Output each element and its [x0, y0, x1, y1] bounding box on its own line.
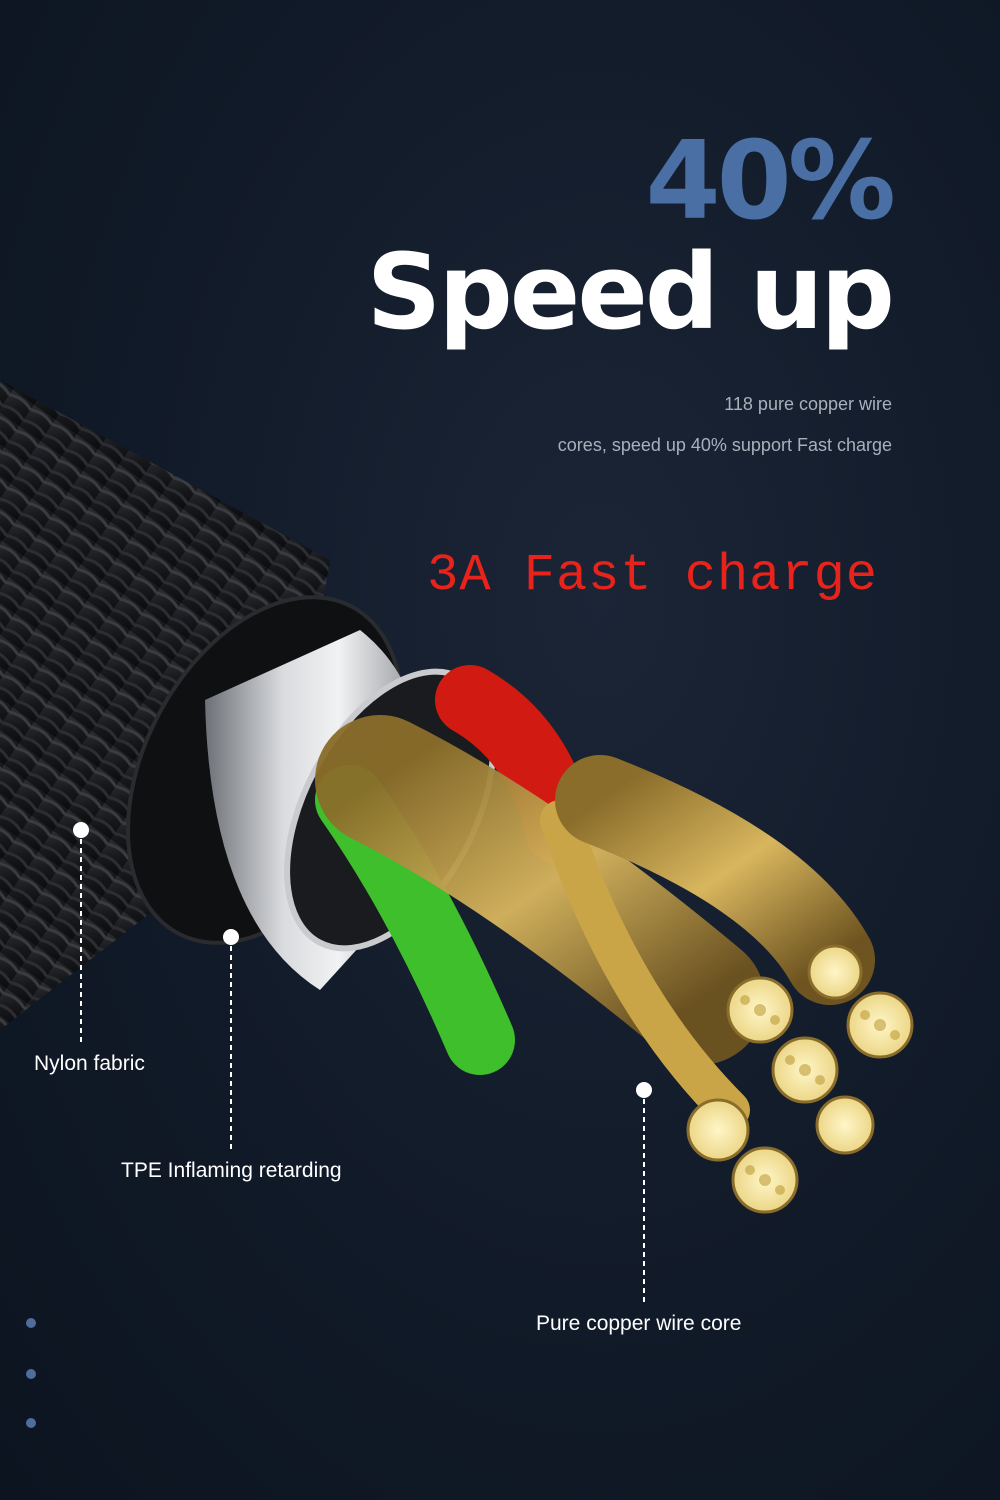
- callout-copper-core: Pure copper wire core: [536, 1312, 742, 1335]
- pagination-dot-1[interactable]: [26, 1318, 36, 1328]
- description-line-2: cores, speed up 40% support Fast charge: [557, 435, 892, 455]
- callout-marker-nylon: [73, 822, 89, 838]
- fast-charge-badge: 3A Fast charge: [427, 546, 878, 605]
- headline-percent: 40%: [645, 119, 896, 244]
- pagination-dot-3[interactable]: [26, 1418, 36, 1428]
- callout-nylon-fabric: Nylon fabric: [34, 1052, 145, 1075]
- pagination-dot-2[interactable]: [26, 1369, 36, 1379]
- callout-marker-copper: [636, 1082, 652, 1098]
- description-line-1: 118 pure copper wire: [724, 394, 892, 414]
- callout-marker-tpe: [223, 929, 239, 945]
- headline-title: Speed up: [366, 231, 895, 353]
- callout-tpe: TPE Inflaming retarding: [121, 1159, 342, 1182]
